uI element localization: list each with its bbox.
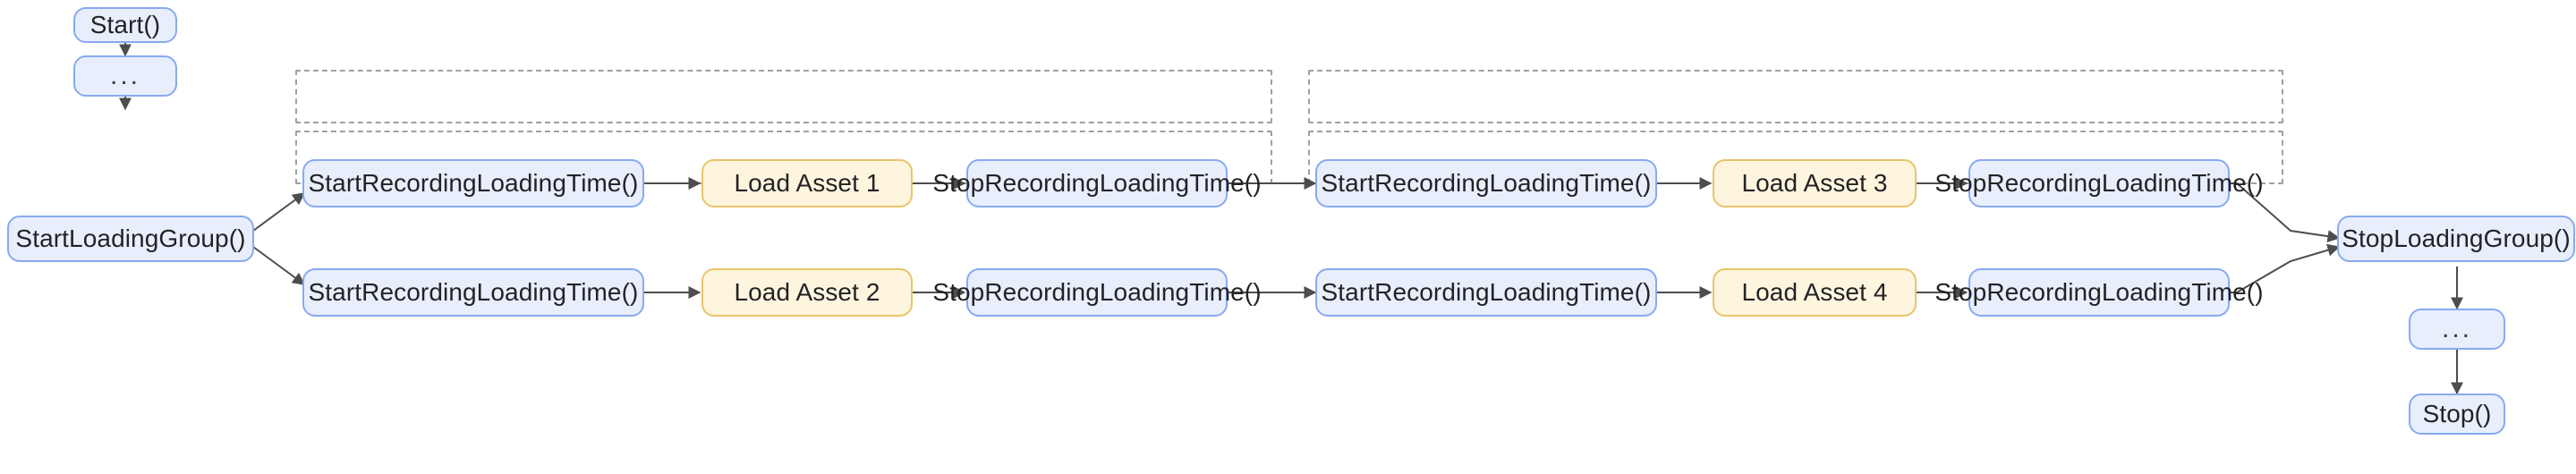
edge-startgroup-to-lane1 <box>252 192 306 232</box>
node-ellipsis-top[interactable]: ... <box>73 55 177 97</box>
node-stop[interactable]: Stop() <box>2409 394 2505 435</box>
lane-2-stop-recording[interactable]: StopRecordingLoadingTime() <box>932 268 1262 317</box>
lane-3-start-recording[interactable]: StartRecordingLoadingTime() <box>1315 159 1657 207</box>
node-start-loading-group[interactable]: StartLoadingGroup() <box>7 216 254 262</box>
lane-2-start-recording[interactable]: StartRecordingLoadingTime() <box>302 268 644 317</box>
lane-3-stop-recording[interactable]: StopRecordingLoadingTime() <box>1934 159 2264 207</box>
node-start[interactable]: Start() <box>73 7 177 43</box>
group-box-1-lane-1 <box>295 70 1272 123</box>
node-ellipsis-bottom[interactable]: ... <box>2409 309 2505 350</box>
lane-4-start-recording[interactable]: StartRecordingLoadingTime() <box>1315 268 1657 317</box>
lane-4-load-asset[interactable]: Load Asset 4 <box>1713 268 1917 317</box>
lane-2-load-asset[interactable]: Load Asset 2 <box>701 268 913 317</box>
lane-1-load-asset[interactable]: Load Asset 1 <box>701 159 913 207</box>
lane-1-start-recording[interactable]: StartRecordingLoadingTime() <box>302 159 644 207</box>
group-box-2-lane-1 <box>1308 70 2283 123</box>
lane-4-stop-recording[interactable]: StopRecordingLoadingTime() <box>1934 268 2264 317</box>
lane-3-load-asset[interactable]: Load Asset 3 <box>1713 159 1917 207</box>
edge-startgroup-to-lane2 <box>252 246 306 285</box>
node-stop-loading-group[interactable]: StopLoadingGroup() <box>2337 216 2575 262</box>
lane-1-stop-recording[interactable]: StopRecordingLoadingTime() <box>932 159 1262 207</box>
